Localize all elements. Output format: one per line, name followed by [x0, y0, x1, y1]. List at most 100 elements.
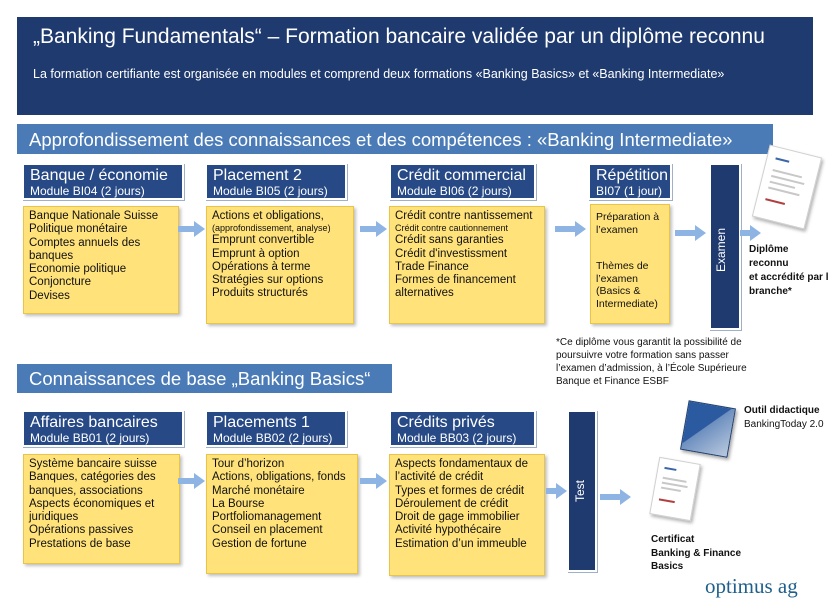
module-code: BI07 (1 jour): [596, 184, 663, 198]
module-content-bb02: Tour d’horizon Actions, obligations, fon…: [206, 454, 358, 574]
module-content-bi05: Actions et obligations, (approfondisseme…: [206, 206, 354, 324]
list-item: Emprunt convertible: [212, 234, 315, 247]
diploma-text: Diplôme reconnu et accrédité par l branc…: [749, 243, 830, 299]
diploma-line: Diplôme reconnu: [749, 244, 789, 269]
list-item: l’examen: [596, 272, 639, 285]
footnote-line: l’examen d’admission, à l’École Supérieu…: [556, 363, 747, 374]
intermediate-heading: Approfondissement des connaissances et d…: [29, 129, 733, 150]
module-content-bb01: Système bancaire suisse Banques, catégor…: [23, 454, 180, 564]
arrow-icon: [178, 473, 205, 489]
module-content-bi06: Crédit contre nantissement Crédit contre…: [389, 206, 545, 324]
list-item: Stratégies sur options: [212, 274, 324, 287]
list-item: alternatives: [395, 287, 454, 300]
arrow-icon: [360, 221, 387, 237]
module-code: Module BI04 (2 jours): [30, 184, 145, 198]
list-item: Formes de financement: [395, 274, 516, 287]
list-item: Système bancaire suisse: [29, 458, 157, 470]
module-title: Banque / économie: [30, 167, 168, 184]
list-item: Comptes annuels des: [29, 236, 141, 249]
brand-logo-text: optimus ag: [705, 574, 798, 598]
module-header-bi04: Banque / économie Module BI04 (2 jours): [22, 163, 184, 200]
list-item: Préparation à: [596, 211, 660, 223]
basics-heading: Connaissances de base „Banking Basics“: [29, 368, 371, 389]
module-title: Affaires bancaires: [30, 414, 158, 431]
certificate-line: Basics: [651, 561, 684, 572]
list-item: l’activité de crédit: [395, 471, 484, 484]
list-item: [596, 236, 664, 248]
module-title: Placements 1: [213, 414, 310, 431]
module-code: Module BB01 (2 jours): [30, 431, 150, 445]
arrow-icon: [360, 473, 387, 489]
list-item: Devises: [29, 289, 70, 302]
module-code: Module BB03 (2 jours): [397, 431, 517, 445]
module-header-bi07: Répétition BI07 (1 jour): [588, 163, 672, 200]
list-item: Gestion de fortune: [212, 537, 307, 550]
list-item: l’examen: [596, 223, 639, 236]
list-item: Actions et obligations,: [212, 210, 324, 222]
module-title: Crédit commercial: [397, 167, 526, 184]
list-item: Marché monétaire: [212, 484, 305, 497]
arrow-icon: [546, 483, 567, 499]
list-item: Intermediate): [596, 297, 658, 310]
list-item: Activité hypothécaire: [395, 524, 502, 537]
module-title: Crédits privés: [397, 414, 495, 431]
list-item: Crédit contre cautionnement: [395, 223, 509, 234]
module-header-bb03: Crédits privés Module BB03 (2 jours): [389, 410, 536, 447]
list-item: Economie politique: [29, 263, 127, 276]
list-item: Types et formes de crédit: [395, 484, 525, 497]
list-item: Banques, catégories des: [29, 471, 156, 484]
diploma-document-icon: [751, 144, 823, 230]
module-code: Module BI06 (2 jours): [397, 184, 512, 198]
certificate-line: Banking & Finance: [651, 547, 742, 559]
basics-heading-bar: Connaissances de base „Banking Basics“: [17, 364, 392, 393]
arrow-icon: [740, 225, 761, 241]
certificate-text: Certificat Banking & Finance Basics: [651, 533, 741, 574]
module-title: Répétition: [596, 167, 669, 184]
list-item: (approfondissement, analyse): [212, 223, 331, 234]
list-item: Produits structurés: [212, 287, 308, 300]
module-header-bi06: Crédit commercial Module BI06 (2 jours): [389, 163, 536, 200]
footnote-line: poursuivre votre formation sans passer: [556, 350, 729, 361]
tool-name: BankingToday 2.0: [744, 419, 824, 430]
page-subtitle: La formation certifiante est organisée e…: [33, 67, 725, 81]
list-item: Crédit d'investissment: [395, 247, 508, 260]
module-header-bi05: Placement 2 Module BI05 (2 jours): [205, 163, 347, 200]
list-item: Crédit sans garanties: [395, 234, 504, 247]
list-item: Emprunt à option: [212, 247, 300, 260]
list-item: Déroulement de crédit: [395, 497, 509, 510]
list-item: banques, associations: [29, 484, 143, 497]
module-content-bi04: Banque Nationale Suisse Politique monéta…: [23, 206, 179, 314]
list-item: Trade Finance: [395, 260, 469, 273]
list-item: Banque Nationale Suisse: [29, 210, 159, 222]
certificate-document-icon: [649, 456, 701, 522]
list-item: Portfoliomanagement: [212, 511, 322, 524]
diploma-footnote: *Ce diplôme vous garantit la possibilité…: [556, 336, 747, 388]
arrow-icon: [600, 489, 631, 505]
arrow-icon: [555, 221, 586, 237]
module-content-bb03: Aspects fondamentaux de l’activité de cr…: [389, 454, 545, 576]
module-code: Module BI05 (2 jours): [213, 184, 328, 198]
list-item: Actions, obligations, fonds: [212, 471, 346, 484]
list-item: Estimation d’un immeuble: [395, 537, 527, 550]
module-header-bb02: Placements 1 Module BB02 (2 jours): [205, 410, 347, 447]
footnote-line: *Ce diplôme vous garantit la possibilité…: [556, 337, 742, 348]
list-item: banques: [29, 249, 74, 262]
list-item: Conjoncture: [29, 276, 92, 289]
module-header-bb01: Affaires bancaires Module BB01 (2 jours): [22, 410, 184, 447]
list-item: Droit de gage immobilier: [395, 511, 520, 524]
book-icon: [680, 400, 736, 458]
list-item: Prestations de base: [29, 537, 131, 550]
list-item: juridiques: [29, 511, 79, 524]
arrow-icon: [178, 221, 205, 237]
list-item: [596, 248, 664, 260]
list-item: Aspects fondamentaux de: [395, 458, 528, 470]
list-item: Opérations à terme: [212, 260, 311, 273]
exam-label: Examen: [714, 227, 729, 273]
intermediate-heading-bar: Approfondissement des connaissances et d…: [17, 124, 773, 154]
footnote-line: Banque et Finance ESBF: [556, 376, 669, 387]
test-label: Test: [573, 479, 588, 503]
list-item: Aspects économiques et: [29, 497, 155, 510]
page-title: „Banking Fundamentals“ – Formation banca…: [33, 25, 765, 48]
list-item: (Basics &: [596, 285, 641, 297]
diploma-line: et accrédité par l: [749, 272, 829, 283]
